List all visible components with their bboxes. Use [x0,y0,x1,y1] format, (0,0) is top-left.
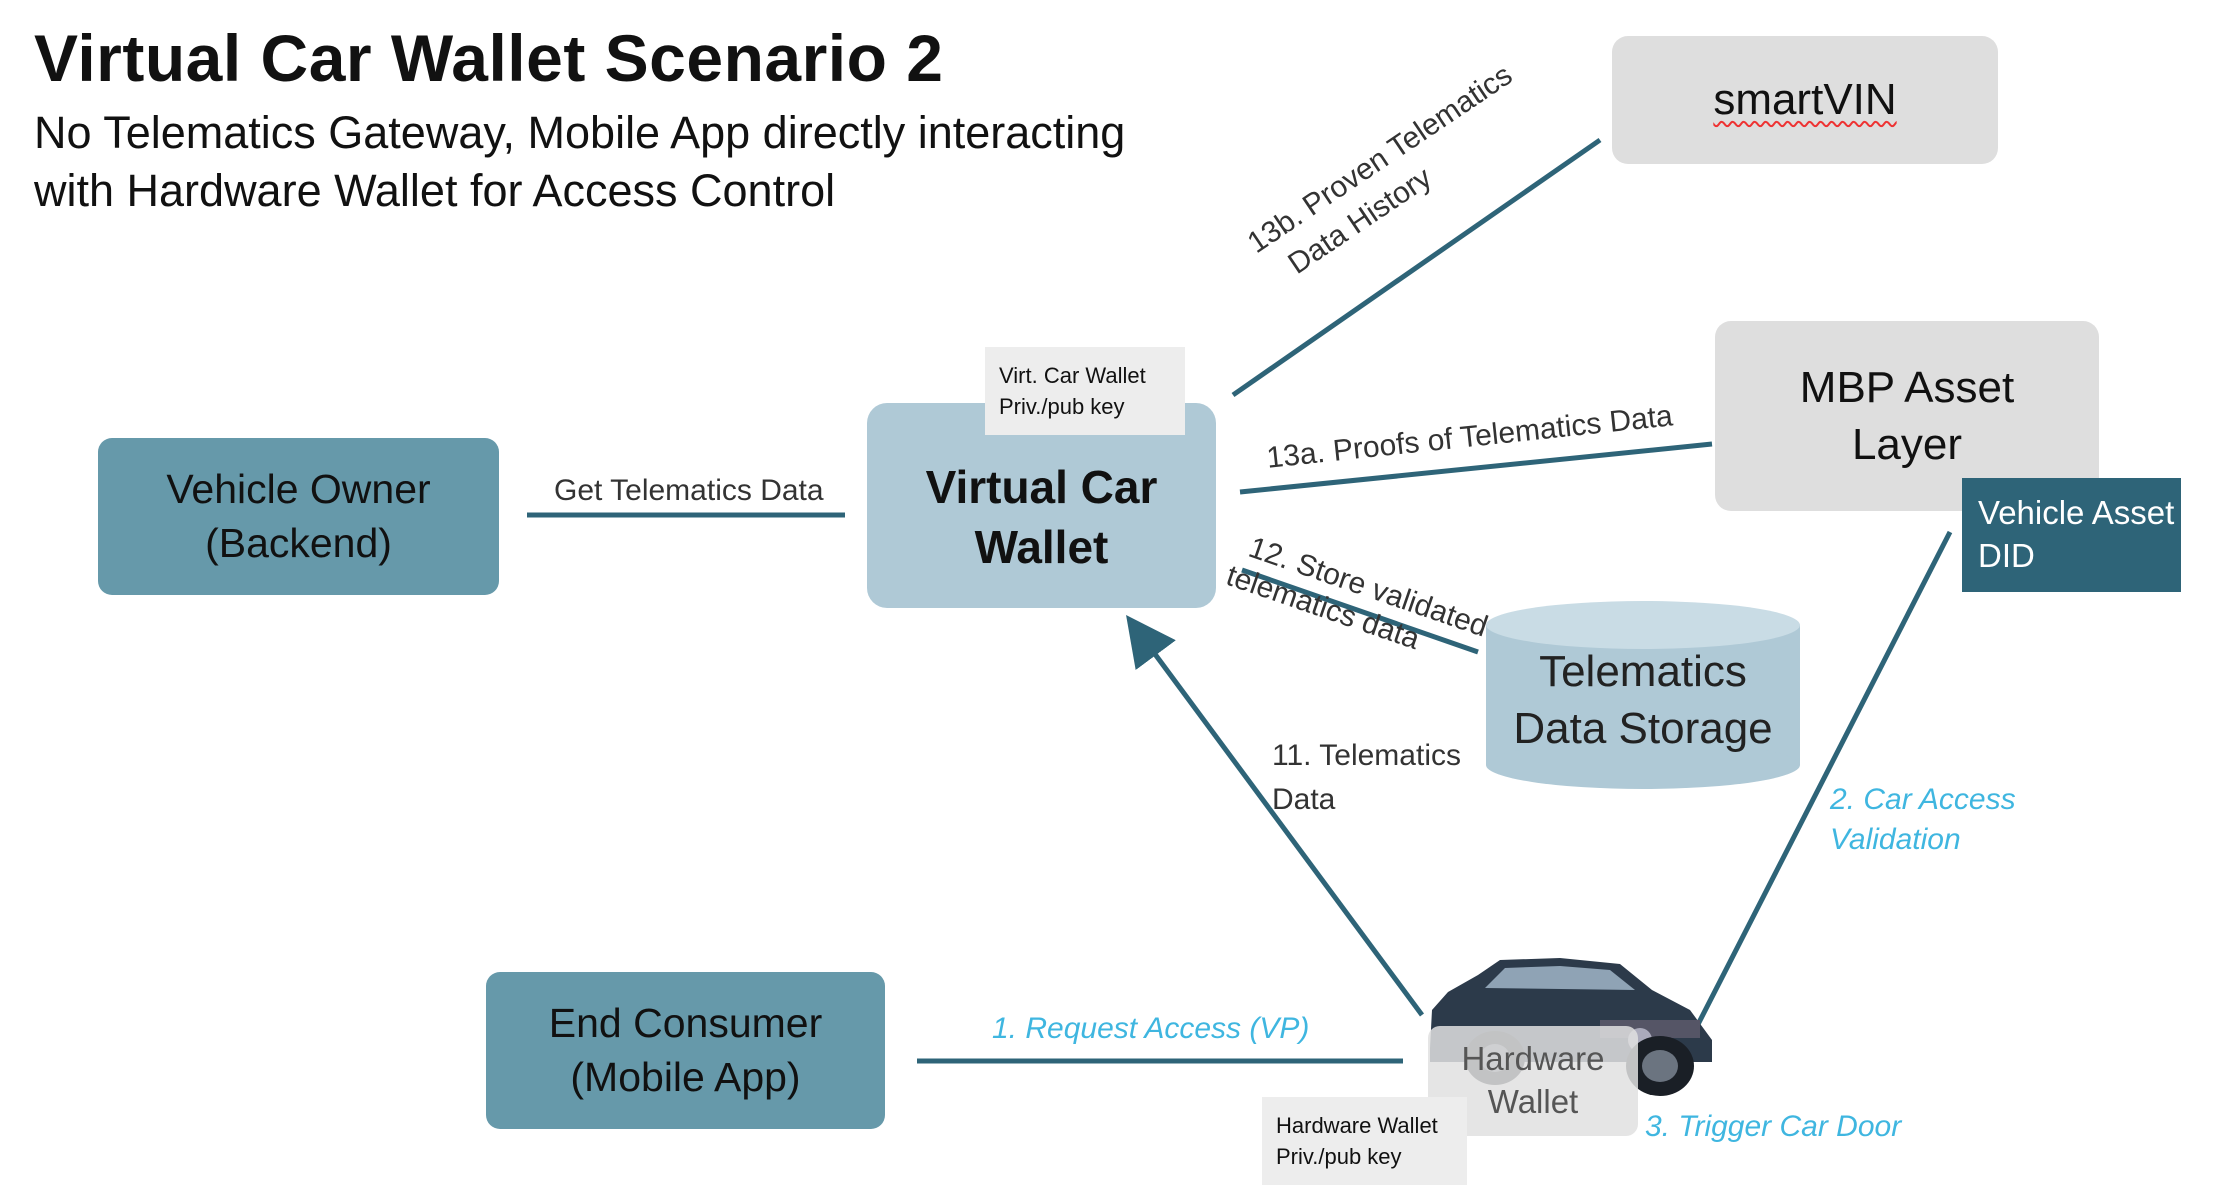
page-title: Virtual Car Wallet Scenario 2 [34,21,944,95]
edge-13b-line [1231,137,1602,398]
virtual-wallet-key-line-1: Virt. Car Wallet [999,363,1146,388]
mbp-label-line-1: MBP Asset [1799,362,2015,412]
edge-13a-line [1239,441,1713,495]
storage-label: Telematics Data Storage [1486,640,1800,760]
hardware-wallet-line-2: Wallet [1487,1083,1579,1120]
end-consumer-line-2: (Mobile App) [570,1053,801,1100]
vehicle-asset-did-node: Vehicle Asset DID [1962,478,2181,592]
end-consumer-node: End Consumer (Mobile App) [486,972,885,1129]
edge-2-line-2: Validation [1830,823,1961,856]
edge-3-label: 3. Trigger Car Door [1645,1110,1902,1143]
virtual-wallet-key-note: Virt. Car Wallet Priv./pub key [985,347,1185,435]
hardware-wallet-line-1: Hardware [1461,1040,1605,1078]
hardware-wallet-key-note: Hardware Wallet Priv./pub key [1262,1097,1467,1185]
virtual-wallet-line-2: Wallet [974,520,1109,573]
mbp-label-line-2: Layer [1851,420,1963,469]
edge-2-line [1687,530,1953,1042]
end-consumer-line-1: End Consumer [548,1000,823,1047]
virtual-car-wallet-node: Virtual Car Wallet [867,403,1216,608]
vehicle-owner-line-2: (Backend) [205,519,392,566]
hardware-wallet-key-line-2: Priv./pub key [1276,1144,1402,1169]
vehicle-owner-node: Vehicle Owner (Backend) [98,438,499,595]
storage-label-line-2: Data Storage [1513,704,1773,753]
edge-11-arrow [1126,614,1425,1017]
hardware-wallet-key-line-1: Hardware Wallet [1276,1113,1438,1138]
edge-get-telematics-label: Get Telematics Data [554,474,824,507]
smartvin-label: smartVIN [1713,75,1897,125]
subtitle-line-1: No Telematics Gateway, Mobile App direct… [34,107,1126,158]
edge-2-label: 2. Car Access Validation [1830,780,2016,860]
vehicle-owner-line-1: Vehicle Owner [166,466,431,513]
virtual-wallet-key-line-2: Priv./pub key [999,394,1125,419]
edge-1-label: 1. Request Access (VP) [992,1012,1310,1045]
edge-11-line-1: 11. Telematics [1272,739,1461,772]
subtitle-line-2: with Hardware Wallet for Access Control [34,165,836,216]
edge-12-line [1241,567,1479,655]
page-subtitle: No Telematics Gateway, Mobile App direct… [34,104,1125,220]
storage-cylinder [1486,601,1800,789]
virtual-wallet-line-1: Virtual Car [925,460,1158,513]
smartvin-node: smartVIN [1612,36,1998,164]
edge-2-line-1: 2. Car Access [1830,783,2016,816]
did-label-line-1: Vehicle Asset [1978,494,2175,532]
edge-11-line-2: Data [1272,783,1336,816]
edge-11-label: 11. Telematics Data [1272,734,1461,822]
storage-label-line-1: Telematics [1539,646,1747,696]
did-label-line-2: DID [1978,537,2035,574]
